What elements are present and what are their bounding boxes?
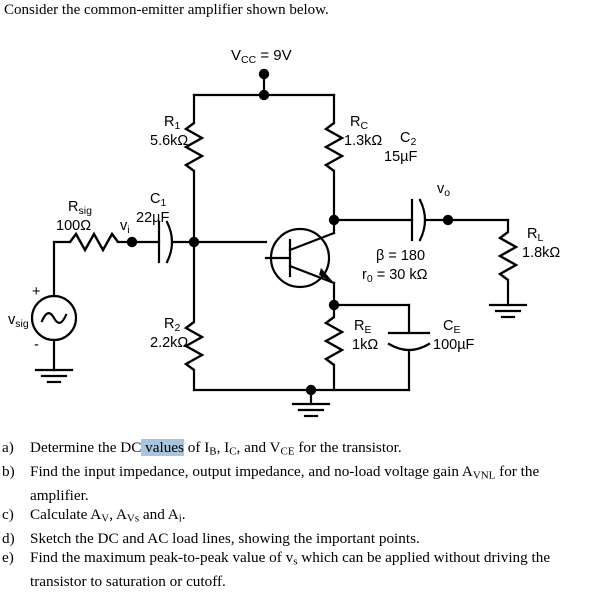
collector-node: [328, 214, 414, 235]
c2-label-value: 15µF: [384, 149, 417, 165]
question-text: Find the maximum peak-to-peak value of v…: [30, 549, 550, 590]
question-item: e) Find the maximum peak-to-peak value of…: [0, 548, 600, 591]
text-run: Find the input impedance, output impedan…: [30, 462, 473, 480]
transistor-collector-lead: [288, 231, 336, 252]
subscript: VNL: [472, 469, 496, 482]
re-resistor-zigzag: [323, 316, 345, 366]
subscript: C: [229, 445, 237, 458]
rsig-resistor-zigzag: [69, 231, 119, 253]
rsig-label-value: 100Ω: [56, 218, 91, 234]
r2-label-name: R2: [164, 316, 180, 334]
re-label-value: 1kΩ: [352, 337, 378, 353]
text-run: , I: [216, 439, 230, 456]
vo-label: vo: [437, 181, 450, 199]
transistor-ro-label: r0 = 30 kΩ: [362, 267, 428, 285]
question-marker: b): [2, 462, 15, 480]
re-label-name: RE: [354, 318, 372, 336]
subscript: i: [178, 512, 182, 525]
source-ground-symbol: [34, 368, 74, 384]
transistor-beta-label: β = 180: [376, 248, 425, 264]
page-intro-text: Consider the common-emitter amplifier sh…: [4, 2, 329, 18]
rl-ground-symbol: [488, 303, 528, 319]
transistor-emitter-arrow: [319, 268, 334, 283]
text-run: Find the maximum peak-to-peak value of v: [30, 549, 294, 567]
rc-resistor-zigzag: [323, 122, 345, 172]
text-run: for the amplifier.: [30, 462, 540, 504]
vcc-label: VCC = 9V: [231, 47, 292, 66]
rl-branch: RL 1.8kΩ: [488, 218, 560, 319]
rl-resistor-zigzag: [497, 231, 519, 281]
source-minus-sign: -: [34, 337, 39, 353]
vsig-label: vsig: [8, 312, 29, 330]
question-item: c) Calculate AV, AVs and Ai.: [0, 505, 600, 529]
rsig-label-name: Rsig: [68, 199, 92, 217]
subscript: CE: [280, 445, 295, 458]
rc-label-name: RC: [350, 114, 368, 132]
r1-branch: R1 5.6kΩ: [150, 93, 205, 244]
sine-wave-icon: [40, 312, 68, 324]
question-text: Determine the DC values of IB, IC, and V…: [30, 439, 402, 458]
c1-label-name: C1: [150, 191, 166, 209]
ce-label-value: 100µF: [433, 337, 475, 353]
ground-rail: [192, 384, 411, 418]
source-plus-sign: +: [32, 284, 40, 300]
vi-label: vi: [120, 218, 130, 236]
emitter-network: RE 1kΩ CE 100µF: [323, 281, 475, 392]
text-run: and A: [139, 506, 179, 524]
text-run: of I: [183, 439, 210, 456]
question-item: d) Sketch the DC and AC load lines, showi…: [0, 529, 600, 548]
text-run: for the transistor.: [294, 439, 402, 456]
question-marker: c): [2, 506, 14, 524]
r1-label-name: R1: [164, 114, 180, 132]
text-run: , A: [109, 506, 127, 524]
rsig-branch: Rsig 100Ω: [52, 199, 134, 253]
text-run: Sketch the DC and AC load lines, showing…: [30, 529, 420, 547]
selected-text: values: [141, 439, 184, 456]
text-run: .: [181, 506, 186, 524]
subscript: V: [101, 512, 110, 525]
vo-node: vo: [437, 181, 510, 226]
c2-label-name: C2: [400, 130, 416, 148]
circuit-diagram: .w{stroke:#000;stroke-width:2.2;fill:non…: [8, 47, 560, 418]
rc-branch: RC 1.3kΩ: [323, 93, 382, 222]
question-text: Sketch the DC and AC load lines, showing…: [30, 530, 420, 547]
rl-label-name: RL: [527, 226, 543, 244]
question-item: a) Determine the DC values of IB, IC, and…: [0, 438, 600, 462]
question-item: b) Find the input impedance, output imped…: [0, 462, 600, 505]
text-run: Determine the DC: [30, 439, 142, 456]
ce-label-name: CE: [443, 318, 461, 336]
transistor-emitter-lead: [288, 264, 336, 285]
r2-label-value: 2.2kΩ: [150, 335, 188, 351]
r2-resistor-zigzag: [183, 321, 205, 371]
npn-transistor: β = 180 r0 = 30 kΩ: [264, 227, 428, 289]
question-text: Find the input impedance, output impedan…: [30, 463, 539, 504]
c1-label-value: 22µF: [136, 210, 169, 226]
r1-resistor-zigzag: [183, 122, 205, 172]
c1-capacitor: C1 22µF: [136, 191, 196, 264]
signal-source: + - vsig: [8, 240, 78, 384]
subscript: Vs: [126, 512, 140, 525]
rc-label-value: 1.3kΩ: [344, 133, 382, 149]
text-run: Calculate A: [30, 506, 102, 524]
subscript: B: [209, 445, 217, 458]
question-marker: a): [2, 439, 14, 456]
subscript: s: [293, 555, 298, 568]
rl-label-value: 1.8kΩ: [522, 245, 560, 261]
question-text: Calculate AV, AVs and Ai.: [30, 506, 186, 525]
question-list: a) Determine the DC values of IB, IC, and…: [0, 438, 600, 591]
vcc-supply-node: VCC = 9V: [192, 47, 336, 101]
r1-label-value: 5.6kΩ: [150, 133, 188, 149]
text-run: , and V: [236, 439, 281, 456]
text-run: which can be applied without driving the…: [30, 549, 551, 591]
question-marker: e): [2, 549, 14, 567]
question-marker: d): [2, 529, 15, 547]
